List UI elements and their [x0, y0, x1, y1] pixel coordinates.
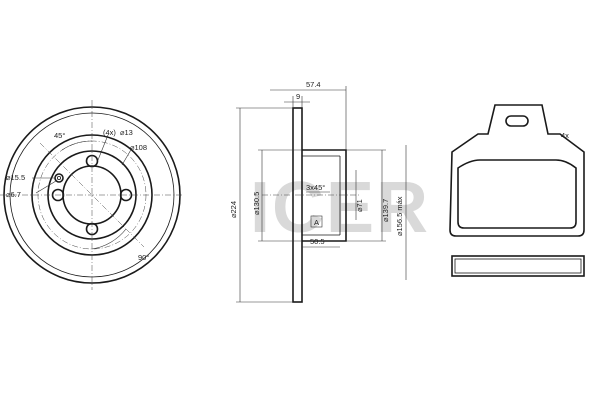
bolt-hole: [119, 188, 133, 202]
pad-quantity-label: 4x: [561, 131, 569, 140]
pin-offset-label: ⌀15.5: [6, 173, 25, 182]
pin-dia-label: ⌀6.7: [6, 190, 21, 199]
disc-section-view: 57.4 9 ⌀224 ⌀130.5 ⌀71 ⌀139.7 ⌀156.5 máx…: [229, 80, 407, 303]
pad-backing-plate: [449, 104, 585, 237]
centerline-diagonal: [39, 142, 145, 248]
chamfer-label: 3x45°: [306, 183, 325, 192]
locating-pin-hole: [54, 173, 64, 183]
bolt-count-label: (4x): [103, 128, 116, 137]
pcd-label: ⌀108: [130, 143, 147, 152]
disc-front-view: 45° (4x) ⌀13 ⌀108 ⌀15.5 ⌀6.7 90°: [0, 100, 184, 290]
pad-ear-slot: [505, 115, 529, 127]
angle-arc-bottom: [91, 228, 127, 250]
hub-dia-label: ⌀71: [355, 199, 364, 212]
datum-box: [310, 215, 323, 228]
disc-hat-outline: [302, 149, 347, 242]
outer-dia-label: ⌀224: [229, 201, 238, 218]
leader-pcd: [121, 147, 133, 166]
locating-pin-center: [57, 175, 62, 180]
datum-label: A: [314, 218, 319, 227]
thickness-label: 9: [296, 92, 300, 101]
hub-height-label: 50.5: [310, 237, 325, 246]
disc-plate-section: [292, 107, 303, 303]
bolt-hole-label: ⌀13: [120, 128, 133, 137]
leader-bolt-hole: [97, 134, 109, 161]
pad-friction-lining: [457, 159, 577, 229]
hub-outer-label: ⌀139.7: [381, 199, 390, 222]
max-dia-label: ⌀156.5 máx: [395, 196, 404, 236]
brake-pad: 4x: [449, 104, 585, 277]
angle-arc-top: [61, 140, 93, 151]
pad-side-view-lining: [454, 258, 582, 274]
overall-width-label: 57.4: [306, 80, 321, 89]
pad-side-view-backing: [451, 255, 585, 277]
angle-bottom-label: 90°: [138, 253, 149, 262]
angle-top-label: 45°: [54, 131, 65, 140]
center-bore-label: ⌀130.5: [252, 192, 261, 215]
leader-pin-dia: [35, 180, 57, 194]
